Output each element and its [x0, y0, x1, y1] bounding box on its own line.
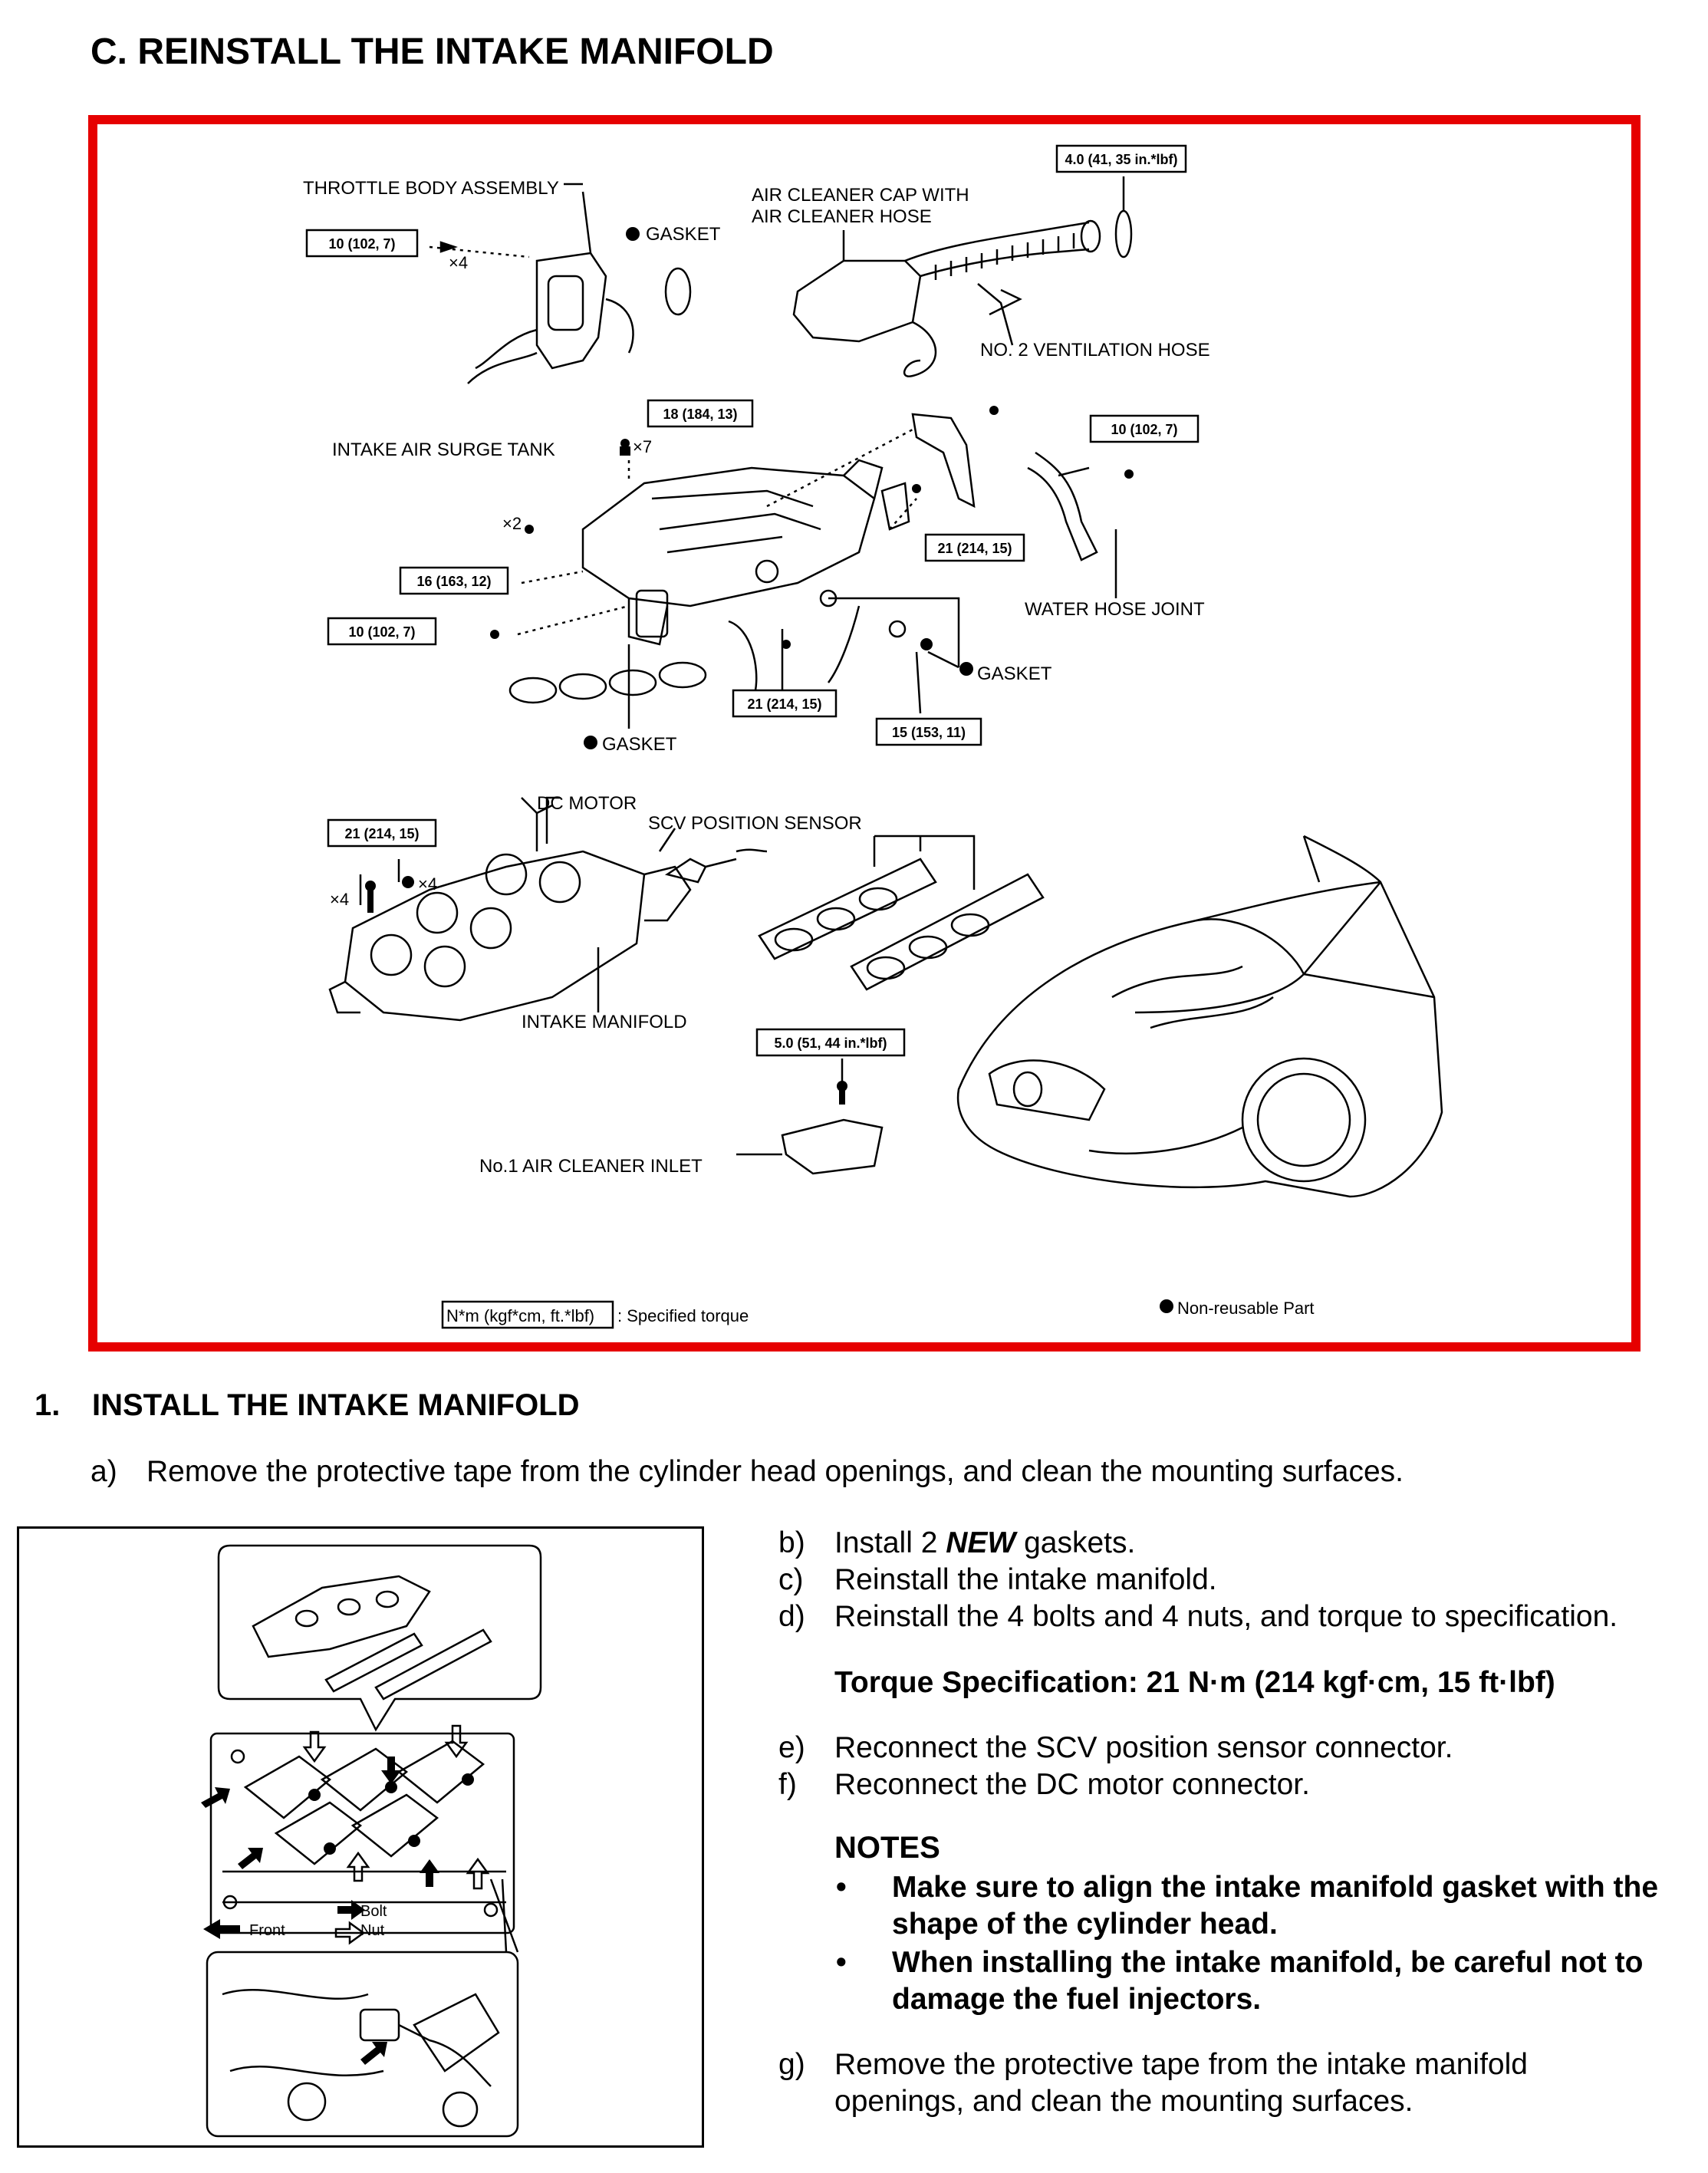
torque-box-15 — [875, 717, 982, 746]
legend-non-reusable: Non-reusable Part — [1177, 1299, 1315, 1318]
label-dc-motor: DC MOTOR — [537, 793, 637, 814]
instruction-d-text: Reinstall the 4 bolts and 4 nuts, and to… — [834, 1600, 1618, 1633]
torque-15: 15 (153, 11) — [892, 725, 966, 740]
exploded-view-diagram: 4.0 (41, 35 in.*lbf) 10 (102, 7) 18 (184… — [303, 144, 1443, 1329]
torque-box-21-a — [924, 533, 1025, 562]
intake-surge-tank-drawing — [581, 459, 884, 646]
photo-label-nut: Nut — [360, 1922, 385, 1939]
label-gasket-top: GASKET — [646, 224, 721, 245]
torque-21-c: 21 (214, 15) — [344, 826, 419, 841]
vehicle-drawing — [956, 835, 1443, 1198]
torque-box-16 — [399, 566, 509, 595]
exploded-diagram-frame — [88, 115, 1641, 1352]
instruction-e-text: Reconnect the SCV position sensor connec… — [834, 1731, 1453, 1764]
instruction-f-text: Reconnect the DC motor connector. — [834, 1768, 1310, 1801]
label-water-hose-joint: WATER HOSE JOINT — [1025, 599, 1205, 620]
instruction-f: f) Reconnect the DC motor connector. — [778, 1766, 1683, 1803]
torque-box-10-b — [1089, 414, 1200, 443]
torque-box-18 — [647, 399, 754, 428]
instruction-g-key: g) — [778, 2048, 805, 2081]
qty-x2: ×2 — [502, 514, 522, 533]
torque-10-b: 10 (102, 7) — [1111, 422, 1177, 437]
photo-label-bolt: Bolt — [360, 1903, 387, 1920]
instruction-c-key: c) — [778, 1563, 804, 1596]
note-1: • Make sure to align the intake manifold… — [836, 1869, 1695, 1943]
label-gasket-bottom: GASKET — [602, 734, 677, 755]
section-title: C. REINSTALL THE INTAKE MANIFOLD — [91, 31, 774, 72]
torque-box-5-0 — [755, 1028, 906, 1057]
note-1-bullet: • — [836, 1871, 847, 1904]
instruction-b-post: gaskets. — [1015, 1526, 1136, 1559]
instruction-b: b) Install 2 NEW gaskets. — [778, 1525, 1683, 1562]
instruction-d-key: d) — [778, 1600, 805, 1633]
torque-box-21-b — [732, 689, 838, 718]
label-intake-manifold: INTAKE MANIFOLD — [522, 1012, 687, 1032]
torque-box-10-c — [327, 617, 437, 646]
connector-inset — [206, 1951, 519, 2138]
torque-4-0: 4.0 (41, 35 in.*lbf) — [1065, 152, 1177, 167]
legend-specified-torque: : Specified torque — [617, 1306, 749, 1325]
gasket-top-drawing — [664, 267, 692, 316]
instruction-c-text: Reinstall the intake manifold. — [834, 1563, 1217, 1596]
label-air-cleaner-inlet: No.1 AIR CLEANER INLET — [479, 1156, 703, 1177]
label-ventilation-hose: NO. 2 VENTILATION HOSE — [980, 340, 1210, 361]
torque-10-a: 10 (102, 7) — [328, 236, 395, 252]
label-throttle-body: THROTTLE BODY ASSEMBLY — [303, 178, 559, 199]
qty-x4-nut: ×4 — [418, 874, 437, 894]
instruction-a: a) Remove the protective tape from the c… — [91, 1454, 1548, 1490]
zoom-callout — [217, 1544, 542, 1732]
label-scv-sensor: SCV POSITION SENSOR — [648, 813, 862, 834]
installation-photo-frame — [17, 1526, 704, 2148]
qty-x4-throttle: ×4 — [449, 253, 468, 272]
notes-heading: NOTES — [834, 1831, 940, 1865]
installation-photo: Front Bolt Nut — [201, 1544, 542, 2138]
label-surge-tank: INTAKE AIR SURGE TANK — [332, 440, 555, 460]
label-air-cleaner-cap-1: AIR CLEANER CAP WITH — [752, 185, 969, 206]
note-1-text: Make sure to align the intake manifold g… — [892, 1871, 1659, 1941]
torque-5-0: 5.0 (51, 44 in.*lbf) — [774, 1035, 887, 1051]
note-2-text: When installing the intake manifold, be … — [892, 1946, 1644, 2016]
instruction-a-key: a) — [91, 1455, 117, 1488]
instruction-a-text: Remove the protective tape from the cyli… — [146, 1455, 1404, 1488]
torque-10-c: 10 (102, 7) — [348, 624, 415, 640]
instruction-c: c) Reinstall the intake manifold. — [778, 1562, 1683, 1598]
instruction-b-pre: Install 2 — [834, 1526, 946, 1559]
note-2: • When installing the intake manifold, b… — [836, 1944, 1695, 2018]
torque-21-b: 21 (214, 15) — [747, 696, 821, 712]
torque-box-21-c — [327, 818, 437, 848]
torque-21-a: 21 (214, 15) — [937, 541, 1012, 556]
manifold-gaskets-drawing — [758, 835, 1045, 991]
torque-box-10-a — [305, 229, 419, 258]
torque-box-4-0 — [1055, 144, 1187, 173]
instruction-g-line-1: Remove the protective tape from the inta… — [834, 2048, 1528, 2081]
throttle-body-drawing — [467, 191, 634, 384]
torque-specification: Torque Specification: 21 N·m (214 kgf·cm… — [834, 1666, 1555, 1699]
qty-x7: ×7 — [633, 437, 652, 456]
air-cleaner-cap-drawing — [792, 219, 1101, 377]
qty-x4-bolt: ×4 — [330, 890, 349, 909]
instruction-d: d) Reinstall the 4 bolts and 4 nuts, and… — [778, 1598, 1691, 1635]
instruction-f-key: f) — [778, 1768, 797, 1801]
legend-torque-box — [441, 1300, 614, 1329]
instruction-b-new: NEW — [946, 1526, 1016, 1559]
step-title: INSTALL THE INTAKE MANIFOLD — [92, 1388, 580, 1422]
note-2-bullet: • — [836, 1946, 847, 1979]
instruction-g: g) Remove the protective tape from the i… — [778, 2046, 1683, 2123]
label-air-cleaner-cap-2: AIR CLEANER HOSE — [752, 206, 932, 227]
instruction-b-text: Install 2 NEW gaskets. — [834, 1525, 1135, 1562]
gasket-ring-drawing — [1114, 209, 1133, 258]
instruction-b-key: b) — [778, 1526, 805, 1559]
step-heading: 1. INSTALL THE INTAKE MANIFOLD — [35, 1388, 580, 1423]
instruction-e: e) Reconnect the SCV position sensor con… — [778, 1730, 1683, 1766]
instruction-g-line-2: openings, and clean the mounting surface… — [834, 2085, 1413, 2118]
step-number: 1. — [35, 1388, 61, 1422]
surge-tank-gaskets-drawing — [508, 589, 907, 704]
instruction-e-key: e) — [778, 1731, 805, 1764]
label-gasket-right: GASKET — [977, 663, 1052, 684]
legend-torque-units: N*m (kgf*cm, ft.*lbf) — [446, 1306, 594, 1325]
torque-16: 16 (163, 12) — [416, 574, 491, 589]
air-cleaner-inlet-drawing — [781, 1118, 884, 1175]
torque-18: 18 (184, 13) — [663, 407, 737, 422]
photo-label-front: Front — [249, 1922, 285, 1939]
